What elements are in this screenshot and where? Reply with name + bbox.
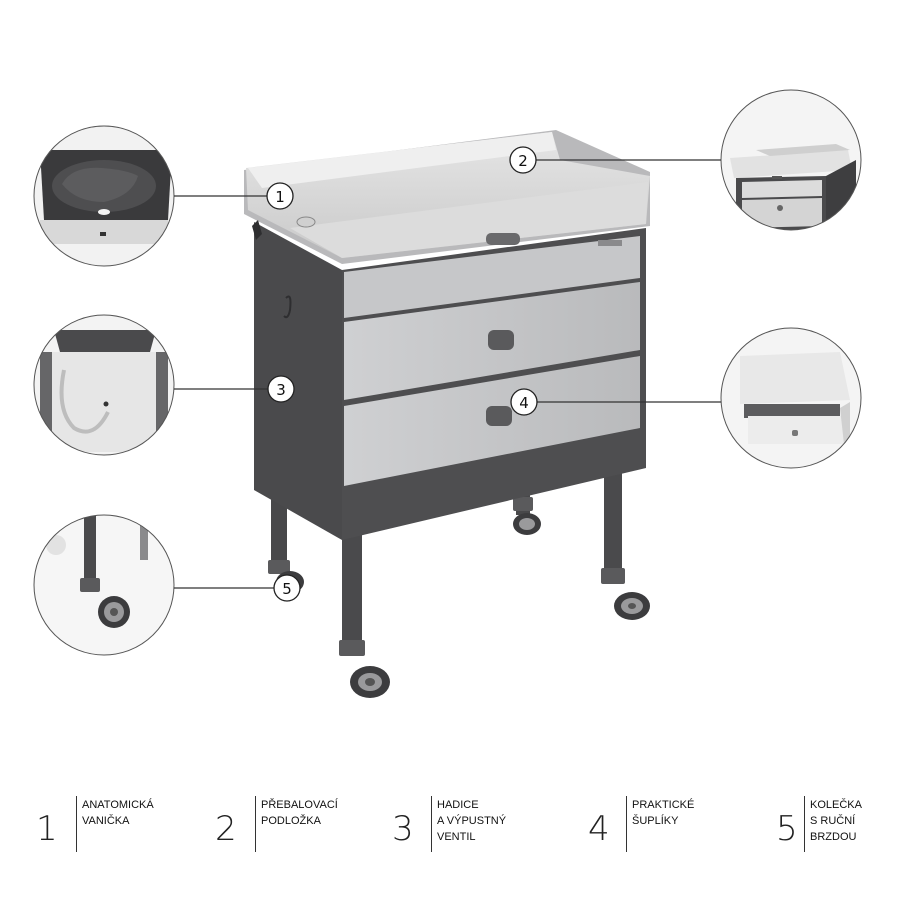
tray-handle xyxy=(486,233,520,245)
legend-divider xyxy=(76,796,77,852)
detail-wheels xyxy=(33,514,175,656)
wheel-icon xyxy=(614,592,650,620)
callout-marker-2: 2 xyxy=(509,146,537,174)
front-leg-left xyxy=(342,525,362,655)
callout-marker-4: 4 xyxy=(510,388,538,416)
cabinet-side xyxy=(254,222,342,540)
detail-hose xyxy=(33,314,175,456)
svg-text:2: 2 xyxy=(518,152,528,170)
legend-number: 1 xyxy=(36,809,58,849)
legend-number: 5 xyxy=(776,809,798,849)
legend-number: 2 xyxy=(215,809,237,849)
detail-drawers xyxy=(720,327,862,469)
callout-marker-3: 3 xyxy=(267,375,295,403)
svg-text:1: 1 xyxy=(275,188,285,206)
front-leg-right xyxy=(604,460,622,580)
legend-divider xyxy=(255,796,256,852)
legend-divider xyxy=(804,796,805,852)
callout-lines xyxy=(174,159,721,589)
wheel-icon xyxy=(350,666,390,698)
legend-number: 4 xyxy=(588,809,610,849)
wheel-icon xyxy=(513,513,541,535)
legend-number: 3 xyxy=(392,809,414,849)
drawer-handle xyxy=(488,330,514,350)
svg-text:4: 4 xyxy=(519,394,529,412)
svg-text:5: 5 xyxy=(282,580,292,598)
changing-table xyxy=(244,130,650,698)
drawer-handle xyxy=(486,406,512,426)
callout-marker-1: 1 xyxy=(266,182,294,210)
svg-text:3: 3 xyxy=(276,381,286,399)
callout-marker-5: 5 xyxy=(273,574,301,602)
legend-divider xyxy=(626,796,627,852)
detail-bath xyxy=(33,125,175,267)
legend-divider xyxy=(431,796,432,852)
detail-mat xyxy=(720,89,862,231)
drawer-top xyxy=(344,236,640,318)
